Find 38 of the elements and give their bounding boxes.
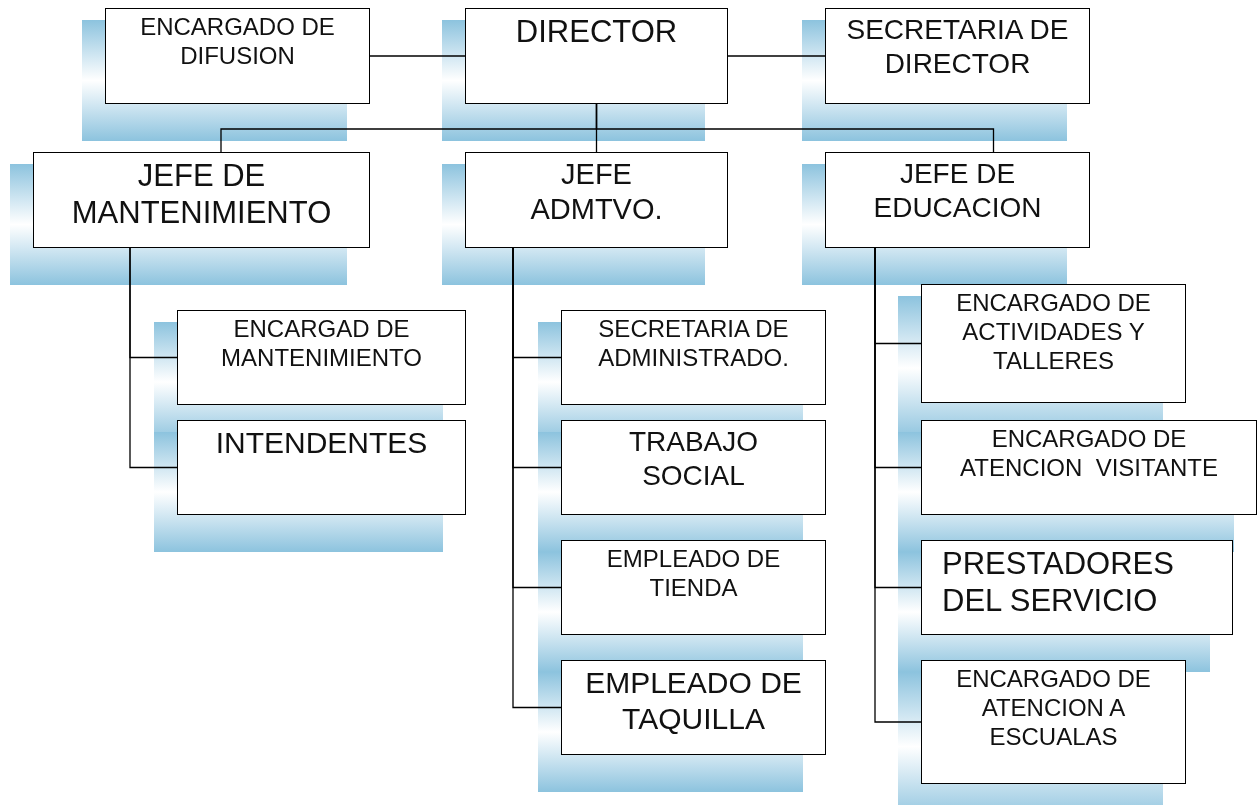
org-box: [921, 660, 1186, 784]
connector-line: [727, 55, 826, 57]
role-title: SECRETARIA DE ADMINISTRADO.: [597, 315, 790, 373]
org-box: [33, 152, 370, 248]
org-box: [825, 152, 1090, 248]
role-title: DIRECTOR: [514, 13, 679, 51]
org-box: [105, 8, 370, 104]
org-box: [465, 152, 728, 248]
org-box: [825, 8, 1090, 104]
role-title: SECRETARIA DE DIRECTOR: [845, 13, 1070, 81]
role-title: ENCARGADO DE ACTIVIDADES Y TALLERES: [955, 289, 1152, 376]
role-title: EMPLEADO DE TIENDA: [605, 545, 782, 603]
org-box: [177, 420, 466, 515]
connector-line: [369, 55, 466, 57]
role-title: ENCARGAD DE MANTENIMIENTO: [220, 315, 423, 373]
org-box: [561, 420, 826, 515]
role-title: TRABAJO SOCIAL: [627, 425, 760, 493]
role-title: ENCARGADO DE ATENCION A ESCUALAS: [955, 665, 1152, 752]
org-box: [921, 420, 1257, 515]
org-box: [921, 540, 1233, 635]
role-title: INTENDENTES: [214, 425, 429, 461]
role-title: ENCARGADO DE DIFUSION: [139, 13, 336, 71]
role-title: PRESTADORES DEL SERVICIO: [942, 545, 1175, 620]
role-title: JEFE DE MANTENIMIENTO: [70, 157, 333, 232]
org-box: [465, 8, 728, 104]
connector-line: [595, 103, 995, 153]
role-title: EMPLEADO DE TAQUILLA: [584, 665, 803, 737]
role-title: JEFE ADMTVO.: [529, 157, 664, 227]
org-box: [921, 284, 1186, 403]
role-title: ENCARGADO DE ATENCION VISITANTE: [959, 425, 1219, 483]
connector-line: [129, 247, 178, 469]
org-box: [561, 660, 826, 755]
connector-line: [874, 247, 922, 723]
connector-line: [512, 247, 562, 709]
role-title: JEFE DE EDUCACION: [872, 157, 1043, 225]
org-box: [561, 310, 826, 405]
org-box: [177, 310, 466, 405]
org-box: [561, 540, 826, 635]
